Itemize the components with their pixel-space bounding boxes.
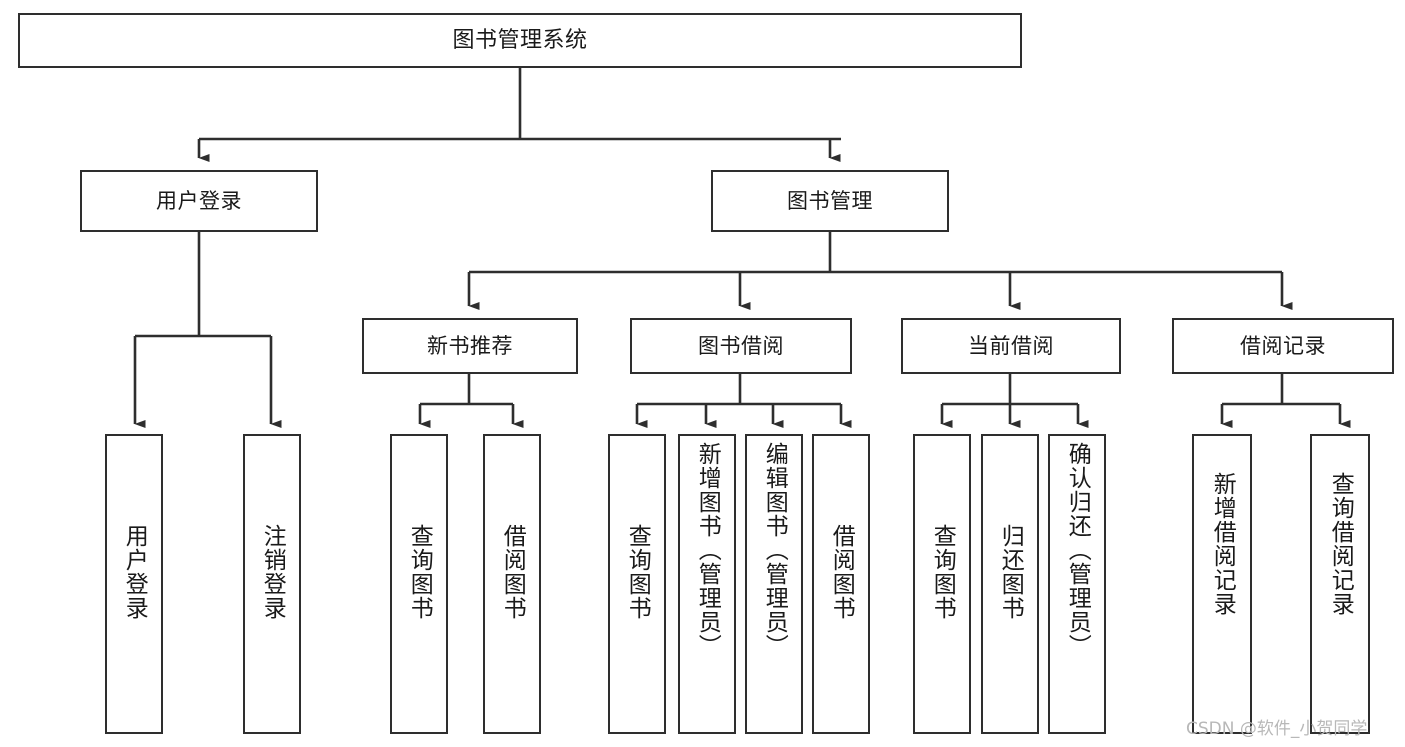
node-label: 归还图书 bbox=[997, 524, 1024, 620]
node-label: 新增图书（管理员） bbox=[694, 442, 721, 658]
leaf-return-book[interactable]: 归还图书 bbox=[981, 434, 1039, 734]
node-label: 用户登录 bbox=[156, 188, 242, 213]
leaf-query-book-recommend[interactable]: 查询图书 bbox=[390, 434, 448, 734]
leaf-confirm-return-admin[interactable]: 确认归还（管理员） bbox=[1048, 434, 1106, 734]
node-label: 查询图书 bbox=[406, 524, 433, 620]
node-borrow-records[interactable]: 借阅记录 bbox=[1172, 318, 1394, 374]
node-label: 新书推荐 bbox=[427, 333, 513, 358]
node-label: 图书借阅 bbox=[698, 333, 784, 358]
node-label: 确认归还（管理员） bbox=[1064, 442, 1091, 658]
csdn-watermark: CSDN @软件_小贺同学 bbox=[1186, 719, 1368, 739]
leaf-edit-book-admin[interactable]: 编辑图书（管理员） bbox=[745, 434, 803, 734]
node-label: 查询图书 bbox=[624, 524, 651, 620]
leaf-query-book-borrow[interactable]: 查询图书 bbox=[608, 434, 666, 734]
leaf-borrow-book-recommend[interactable]: 借阅图书 bbox=[483, 434, 541, 734]
node-label: 借阅图书 bbox=[499, 524, 526, 620]
leaf-add-book-admin[interactable]: 新增图书（管理员） bbox=[678, 434, 736, 734]
node-label: 用户登录 bbox=[121, 524, 148, 620]
leaf-query-book-current[interactable]: 查询图书 bbox=[913, 434, 971, 734]
leaf-borrow-book[interactable]: 借阅图书 bbox=[812, 434, 870, 734]
node-new-book-recommend[interactable]: 新书推荐 bbox=[362, 318, 578, 374]
node-label: 查询图书 bbox=[929, 524, 956, 620]
leaf-add-borrow-record[interactable]: 新增借阅记录 bbox=[1192, 434, 1252, 734]
node-root-system[interactable]: 图书管理系统 bbox=[18, 13, 1022, 68]
node-label: 图书管理 bbox=[787, 188, 873, 213]
node-user-login[interactable]: 用户登录 bbox=[80, 170, 318, 232]
node-label: 借阅记录 bbox=[1240, 333, 1326, 358]
node-label: 当前借阅 bbox=[968, 333, 1054, 358]
node-label: 图书管理系统 bbox=[452, 27, 588, 53]
leaf-user-login[interactable]: 用户登录 bbox=[105, 434, 163, 734]
leaf-user-logout[interactable]: 注销登录 bbox=[243, 434, 301, 734]
node-label: 注销登录 bbox=[259, 524, 286, 620]
node-label: 借阅图书 bbox=[828, 524, 855, 620]
node-current-borrow[interactable]: 当前借阅 bbox=[901, 318, 1121, 374]
node-book-management[interactable]: 图书管理 bbox=[711, 170, 949, 232]
node-label: 查询借阅记录 bbox=[1327, 472, 1354, 616]
node-label: 编辑图书（管理员） bbox=[761, 442, 788, 658]
node-label: 新增借阅记录 bbox=[1209, 472, 1236, 616]
node-book-borrow[interactable]: 图书借阅 bbox=[630, 318, 852, 374]
leaf-query-borrow-record[interactable]: 查询借阅记录 bbox=[1310, 434, 1370, 734]
